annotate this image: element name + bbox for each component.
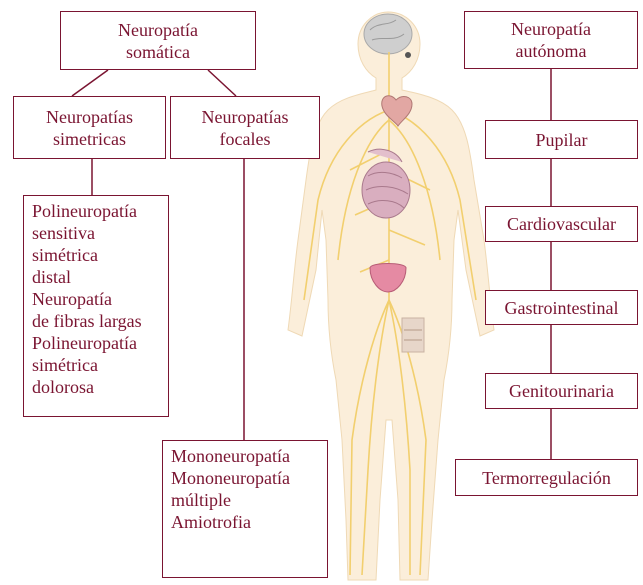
pupilar-label: Pupilar xyxy=(536,129,588,151)
pupilar-box: Pupilar xyxy=(485,120,638,159)
somatic-title-line2: somática xyxy=(126,41,190,63)
list-item: Neuropatía xyxy=(32,288,160,310)
somatic-title-line1: Neuropatía xyxy=(118,19,198,41)
list-item: simétrica xyxy=(32,354,160,376)
list-item: múltiple xyxy=(171,489,319,511)
somatic-neuropathy-box: Neuropatía somática xyxy=(60,11,256,70)
list-item: de fibras largas xyxy=(32,310,160,332)
brain-icon xyxy=(364,14,412,54)
cardiovascular-box: Cardiovascular xyxy=(485,206,638,242)
genitourinaria-label: Genitourinaria xyxy=(509,380,614,402)
autonomic-neuropathy-box: Neuropatía autónoma xyxy=(464,11,638,69)
list-item: simétrica xyxy=(32,244,160,266)
symmetric-title-line1: Neuropatías xyxy=(46,106,133,128)
symmetric-neuropathies-box: Neuropatías simetricas xyxy=(13,96,166,159)
autonomic-title-line1: Neuropatía xyxy=(511,18,591,40)
termorregulacion-box: Termorregulación xyxy=(455,459,638,496)
list-item: Amiotrofia xyxy=(171,511,319,533)
symmetric-neuropathies-list: Polineuropatía sensitiva simétrica dista… xyxy=(23,195,169,417)
gastrointestinal-box: Gastrointestinal xyxy=(485,290,638,325)
gastrointestinal-label: Gastrointestinal xyxy=(505,297,619,319)
skin-patch-icon xyxy=(402,318,424,352)
list-item: dolorosa xyxy=(32,376,160,398)
list-item: Mononeuropatía xyxy=(171,467,319,489)
focal-neuropathies-list: Mononeuropatía Mononeuropatía múltiple A… xyxy=(162,440,328,578)
focal-title-line2: focales xyxy=(220,128,271,150)
genitourinaria-box: Genitourinaria xyxy=(485,373,638,409)
list-item: Polineuropatía xyxy=(32,200,160,222)
list-item: Mononeuropatía xyxy=(171,445,319,467)
focal-neuropathies-box: Neuropatías focales xyxy=(170,96,320,159)
cardiovascular-label: Cardiovascular xyxy=(507,213,616,235)
list-item: Polineuropatía xyxy=(32,332,160,354)
list-item: sensitiva xyxy=(32,222,160,244)
eye-icon xyxy=(405,52,411,58)
autonomic-title-line2: autónoma xyxy=(516,40,587,62)
focal-title-line1: Neuropatías xyxy=(202,106,289,128)
list-item: distal xyxy=(32,266,160,288)
termorregulacion-label: Termorregulación xyxy=(482,467,611,489)
symmetric-title-line2: simetricas xyxy=(53,128,126,150)
